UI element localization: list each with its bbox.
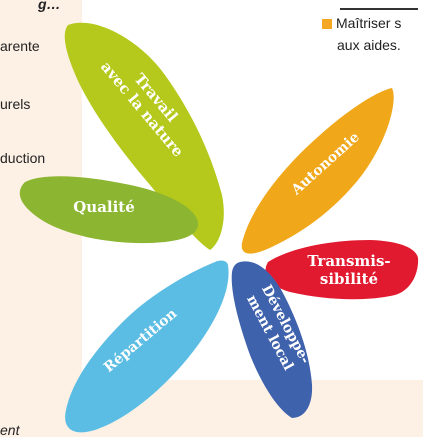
left-fragment-top: g… <box>38 0 61 12</box>
petal-repartition <box>65 260 229 433</box>
left-fragment-3: duction <box>0 150 46 166</box>
right-bullet-text-1: Maîtriser s <box>336 15 402 31</box>
petal-autonomie <box>241 88 394 254</box>
label-transmis-2: sibilité <box>320 270 378 288</box>
right-bullet-line: Maîtriser s <box>322 15 401 31</box>
label-transmis-1: Transmis- <box>307 252 390 270</box>
petal-travail <box>64 22 224 250</box>
right-panel-divider <box>340 8 418 10</box>
petal-developpement <box>231 261 313 418</box>
left-fragment-bottom: ent <box>0 422 20 438</box>
left-fragment-1: arente <box>0 38 40 54</box>
label-qualite: Qualité <box>73 198 135 216</box>
right-bullet-text-2: aux aides. <box>337 37 401 53</box>
left-fragment-2: urels <box>0 96 31 112</box>
orange-bullet-icon <box>322 19 332 30</box>
petal-qualite <box>19 176 199 244</box>
petal-transmis <box>265 240 419 300</box>
